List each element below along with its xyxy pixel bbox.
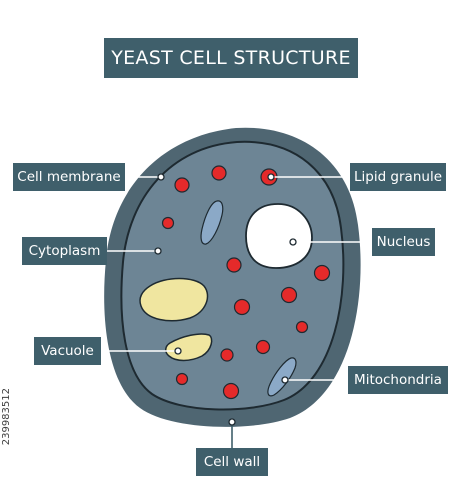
vacuole — [139, 277, 209, 322]
mitochondrion — [267, 357, 297, 397]
pointer-dot-nucleus — [289, 238, 297, 246]
lipid-granule — [161, 216, 175, 230]
label-cytoplasm: Cytoplasm — [22, 237, 107, 265]
leader-lines — [101, 176, 372, 381]
pointer-dot-lipid-granule — [267, 173, 275, 181]
pointer-dot-mitochondria — [281, 376, 289, 384]
label-lipid-granule: Lipid granule — [350, 163, 446, 191]
mitochondrion — [200, 200, 224, 245]
lipid-granule — [226, 257, 242, 273]
lipid-granule — [220, 348, 234, 362]
pointer-dot-cell-membrane — [157, 173, 165, 181]
lipid-granule — [233, 298, 251, 316]
pointer-dot-vacuole — [174, 347, 182, 355]
nucleus — [245, 203, 313, 269]
pointer-dots — [154, 173, 297, 426]
lipid-granule — [174, 177, 190, 193]
lipid-granule — [295, 320, 309, 334]
diagram-title: YEAST CELL STRUCTURE — [104, 38, 358, 78]
lipid-granule — [222, 382, 240, 400]
label-cell-wall: Cell wall — [196, 448, 268, 476]
cytoplasm — [120, 140, 345, 411]
lipid-granule — [280, 286, 298, 304]
stock-id: 239983512 — [1, 388, 12, 446]
lipid-granule — [313, 264, 331, 282]
label-nucleus: Nucleus — [372, 228, 435, 256]
label-mitochondria: Mitochondria — [348, 366, 448, 394]
lipid-granule — [175, 372, 189, 386]
label-cell-membrane: Cell membrane — [13, 163, 125, 191]
pointer-dot-cell-wall — [228, 418, 236, 426]
pointer-dot-cytoplasm — [154, 247, 162, 255]
lipid-granule — [211, 165, 227, 181]
label-vacuole: Vacuole — [34, 337, 101, 365]
lipid-granule — [255, 339, 271, 355]
lipid-granules — [161, 165, 331, 400]
